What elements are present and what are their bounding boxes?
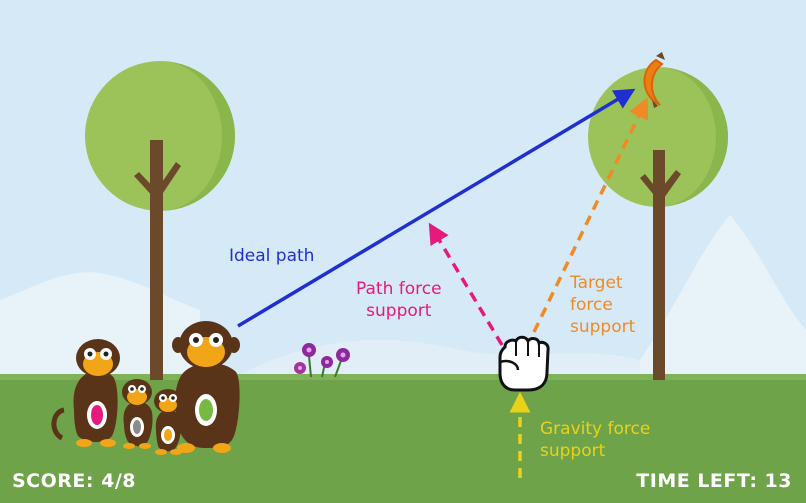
score-label: SCORE: [12,470,94,492]
path-force-label: Path force support [356,278,442,322]
tree-left-icon [85,61,235,380]
path-force-label-line2: support [366,301,432,321]
time-left-display: TIME LEFT: 13 [636,470,792,492]
gravity-force-label-line2: support [540,441,606,461]
monkey-small-icon [122,379,153,449]
path-force-label-line1: Path force [356,279,442,299]
target-force-label-line1: Target [570,273,623,293]
ideal-path-label: Ideal path [229,246,315,266]
monkey-large-icon [172,321,240,453]
grass-highlight [0,374,806,380]
banana-icon [643,52,665,108]
gravity-force-label-line1: Gravity force [540,419,651,439]
flowers-icon [294,343,350,378]
target-force-label: Target force support [570,272,635,338]
score-display: SCORE: 4/8 [12,470,136,492]
time-left-value: 13 [764,470,792,492]
monkey-smallest-icon [154,389,182,455]
target-force-label-line2: force [570,295,613,315]
ideal-path-arrow [237,88,636,328]
time-left-label: TIME LEFT: [636,470,758,492]
background-mountain [640,215,806,380]
target-force-arrow [532,97,649,333]
hand-cursor-icon[interactable] [498,335,550,392]
score-value: 4/8 [101,470,137,492]
monkey-medium-icon [51,339,120,447]
gravity-force-label: Gravity force support [540,418,650,462]
target-force-label-line3: support [570,317,636,337]
path-force-arrow [428,222,504,346]
